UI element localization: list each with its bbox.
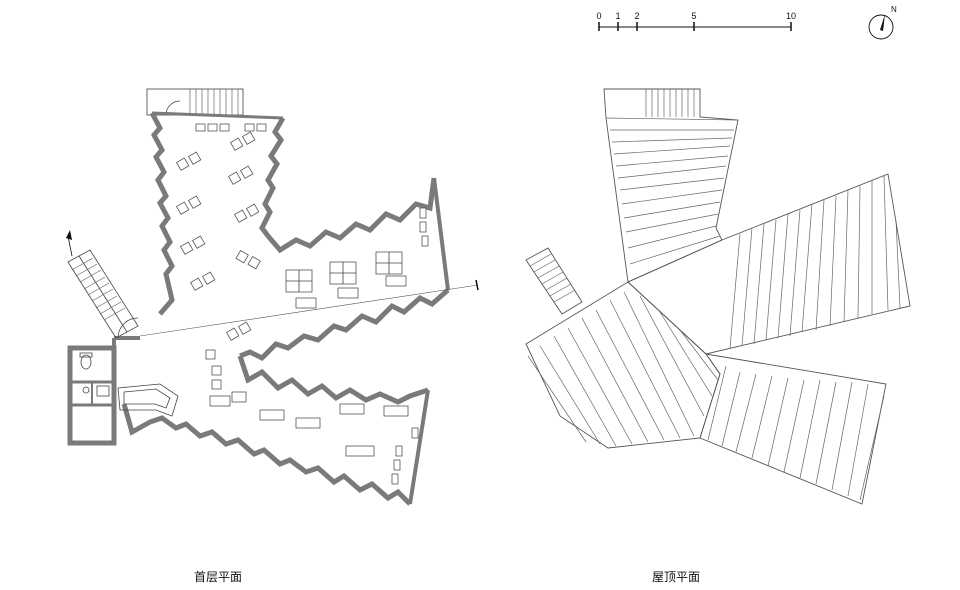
sink-icon xyxy=(82,386,90,394)
roof-west-outline xyxy=(525,281,721,449)
north-wing-right-wall xyxy=(259,116,286,238)
ground-floor-caption: 首层平面 xyxy=(194,570,242,584)
roof-tower-outline xyxy=(603,88,739,283)
north-arrow-icon: N xyxy=(868,5,897,40)
south-wing-top-wall xyxy=(237,355,429,405)
scale-bar: 0 1 2 5 10 xyxy=(596,11,796,31)
scale-tick-10: 10 xyxy=(786,11,796,21)
scale-tick-5: 5 xyxy=(691,11,696,21)
top-stair-treads xyxy=(189,89,239,115)
scale-tick-1: 1 xyxy=(615,11,620,21)
diagonal-stair xyxy=(66,230,139,339)
east-wing-tables xyxy=(285,207,429,309)
bar-counter xyxy=(117,383,179,417)
top-stair-box xyxy=(146,88,244,116)
north-label: N xyxy=(891,5,897,14)
scale-tick-2: 2 xyxy=(634,11,639,21)
east-wing-bottom-wall xyxy=(239,288,450,362)
south-wing-tables xyxy=(205,321,419,485)
north-wing-tables xyxy=(175,123,267,291)
toilet-icon xyxy=(80,354,92,370)
washroom-block xyxy=(67,345,117,446)
roof-plan xyxy=(525,88,911,505)
north-wing-left-wall xyxy=(149,111,175,316)
ground-floor-plan xyxy=(66,88,479,506)
scale-tick-0: 0 xyxy=(596,11,601,21)
roof-south-outline xyxy=(699,353,887,505)
east-wing-top-wall xyxy=(266,177,437,254)
roof-plan-caption: 屋顶平面 xyxy=(652,570,700,584)
roof-east-outline xyxy=(627,173,911,355)
south-wing-bottom-wall xyxy=(121,403,412,506)
